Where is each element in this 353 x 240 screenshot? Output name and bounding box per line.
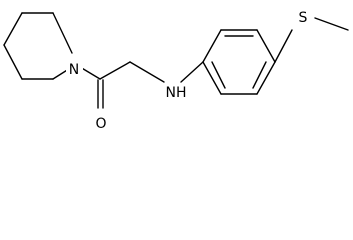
bond-benzene-inner-2 [252, 61, 267, 89]
label-bg-n-ring [66, 61, 83, 77]
bond-n-carbonyl-carbon [79, 66, 101, 80]
bond-carbonyl-carbon-ch2 [99, 61, 131, 80]
label-bg-o [92, 114, 110, 132]
amide-linkage [79, 61, 204, 109]
structure-svg: N O NH S [3, 10, 349, 132]
piperidine-ring [3, 12, 73, 80]
methylthio-group [274, 17, 349, 63]
bond-ch2-nh [129, 61, 165, 83]
bond-ring-to-sulfur [274, 29, 293, 63]
bond-benzene-3-4 [256, 29, 276, 63]
atom-label-n-ring: N [69, 62, 79, 78]
label-bg-nh [164, 83, 189, 101]
bond-benzene-6-1 [202, 61, 222, 95]
molecule-structure: N O NH S [3, 10, 349, 132]
bond-nh-ring [180, 61, 204, 83]
benzene-ring [202, 29, 276, 95]
bond-benzene-4-5 [256, 61, 276, 95]
label-bg-s [295, 10, 311, 26]
bond-benzene-1-2 [202, 29, 222, 63]
bond-ring-c6-n [52, 12, 73, 54]
bond-benzene-inner-3 [211, 61, 226, 89]
atom-label-s: S [299, 10, 308, 26]
atom-labels: N O NH S [66, 10, 311, 132]
atom-label-o: O [95, 116, 106, 132]
bond-ring-c3-c4 [3, 44, 23, 80]
bond-ring-c4-c5 [3, 12, 23, 46]
atom-label-nh: NH [166, 85, 187, 101]
bond-sulfur-to-methyl [314, 17, 349, 31]
